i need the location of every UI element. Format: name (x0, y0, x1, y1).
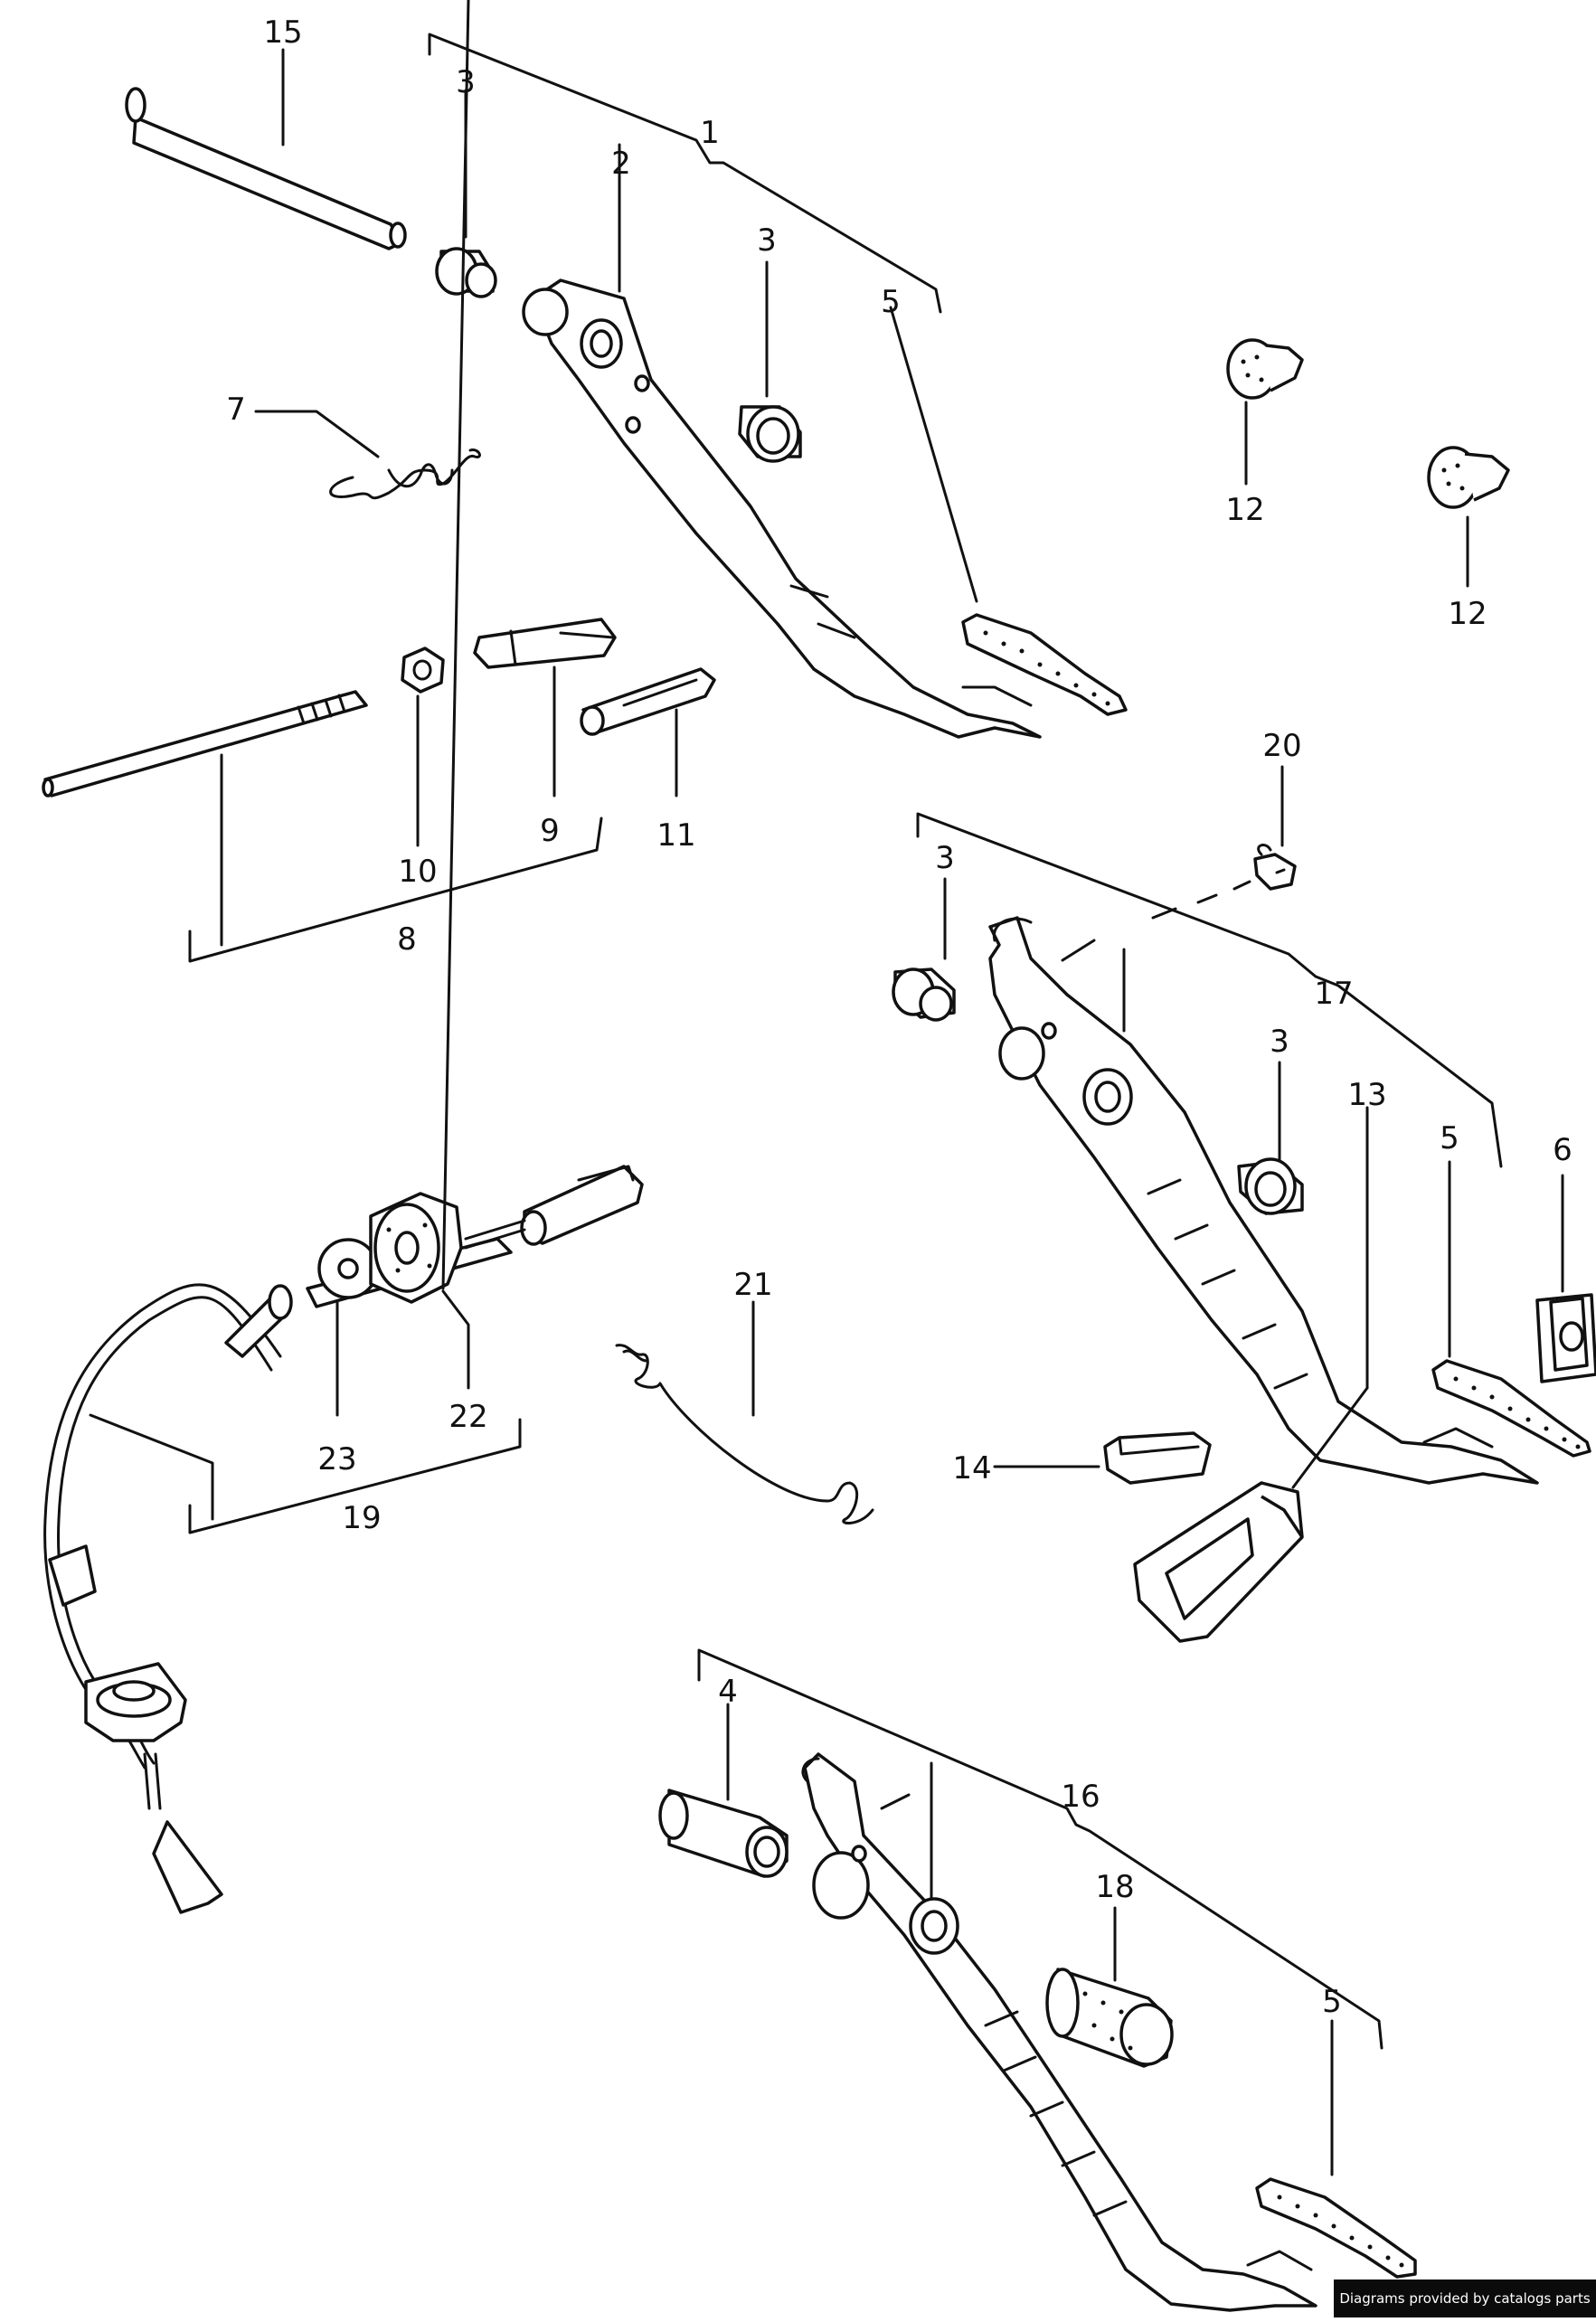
part-3-bushing-17 (892, 968, 956, 1022)
callout-12a: 12 (1225, 492, 1264, 528)
part-13-pedal-pad (1133, 1481, 1304, 1643)
callout-20: 20 (1262, 728, 1301, 764)
leader-13b (1291, 1386, 1369, 1489)
bracket-16 (697, 1648, 1384, 2050)
part-4-sleeve (658, 1789, 789, 1878)
callout-4: 4 (718, 1674, 738, 1710)
part-5-pad-16 (1255, 2177, 1417, 2279)
part-3-bushing-top (435, 247, 497, 298)
bracket-1 (428, 33, 942, 314)
callout-3b: 3 (757, 222, 777, 259)
callout-5c: 5 (1322, 1984, 1342, 2020)
part-18-sleeve (1045, 1968, 1174, 2068)
part-21-spring-wire (615, 1344, 874, 1524)
callout-5b: 5 (1440, 1120, 1459, 1156)
part-19-cable (43, 1165, 644, 1914)
part-12-button-b (1427, 446, 1510, 509)
part-14-block (1103, 1431, 1212, 1485)
callout-18: 18 (1095, 1869, 1134, 1905)
leader-22b (441, 1289, 470, 1390)
callout-3c: 3 (935, 840, 955, 876)
callout-5a: 5 (881, 284, 901, 320)
callout-15: 15 (263, 14, 302, 51)
leader-22 (441, 0, 470, 1290)
part-5-pad-top (961, 613, 1128, 716)
part-9-clevis (473, 618, 617, 669)
callout-21: 21 (733, 1267, 772, 1303)
callout-1: 1 (700, 115, 720, 151)
callout-17: 17 (1314, 976, 1353, 1012)
leader-19-cable (89, 1413, 214, 1521)
part-2-pedal (522, 278, 1042, 739)
bracket-19 (188, 1418, 522, 1534)
callout-13: 13 (1347, 1077, 1386, 1113)
callout-7: 7 (226, 392, 246, 428)
part-12-button-a (1226, 338, 1304, 400)
leader-5a (889, 306, 978, 603)
part-15-pin (125, 87, 407, 250)
callout-12b: 12 (1448, 596, 1487, 632)
part-6-clip (1535, 1293, 1596, 1383)
callout-9: 9 (540, 813, 560, 849)
callout-23: 23 (317, 1441, 356, 1477)
leader-7 (254, 410, 380, 458)
callout-10: 10 (398, 854, 437, 890)
part-10-nut (401, 647, 445, 694)
part-11-clip (580, 667, 716, 736)
part-8-rod (42, 690, 368, 798)
leader-20-dash (1151, 880, 1251, 920)
callout-6: 6 (1553, 1132, 1572, 1168)
callout-labels: 15 3 1 2 3 5 7 12 12 20 9 11 10 8 3 17 3… (226, 14, 1572, 2020)
part-17-pedal (988, 916, 1539, 1485)
callout-3a: 3 (456, 64, 476, 100)
callout-8: 8 (397, 921, 417, 958)
callout-11: 11 (656, 817, 695, 854)
part-5-pad-17 (1431, 1359, 1591, 1458)
callout-2: 2 (611, 146, 631, 182)
part-3-bushing-middle (738, 405, 802, 463)
callout-14: 14 (952, 1450, 991, 1487)
bracket-8 (188, 816, 603, 963)
part-7-spring (329, 448, 481, 500)
credit-badge: Diagrams provided by catalogs parts (1334, 2280, 1596, 2317)
part-16-pedal (801, 1752, 1317, 2312)
part-20-clip (1253, 844, 1297, 891)
callout-19: 19 (342, 1500, 381, 1536)
callout-22: 22 (449, 1399, 487, 1435)
part-3-bushing-17b (1237, 1157, 1304, 1215)
callout-16: 16 (1061, 1779, 1100, 1815)
callout-3d: 3 (1270, 1024, 1289, 1060)
bracket-17 (916, 812, 1503, 1168)
